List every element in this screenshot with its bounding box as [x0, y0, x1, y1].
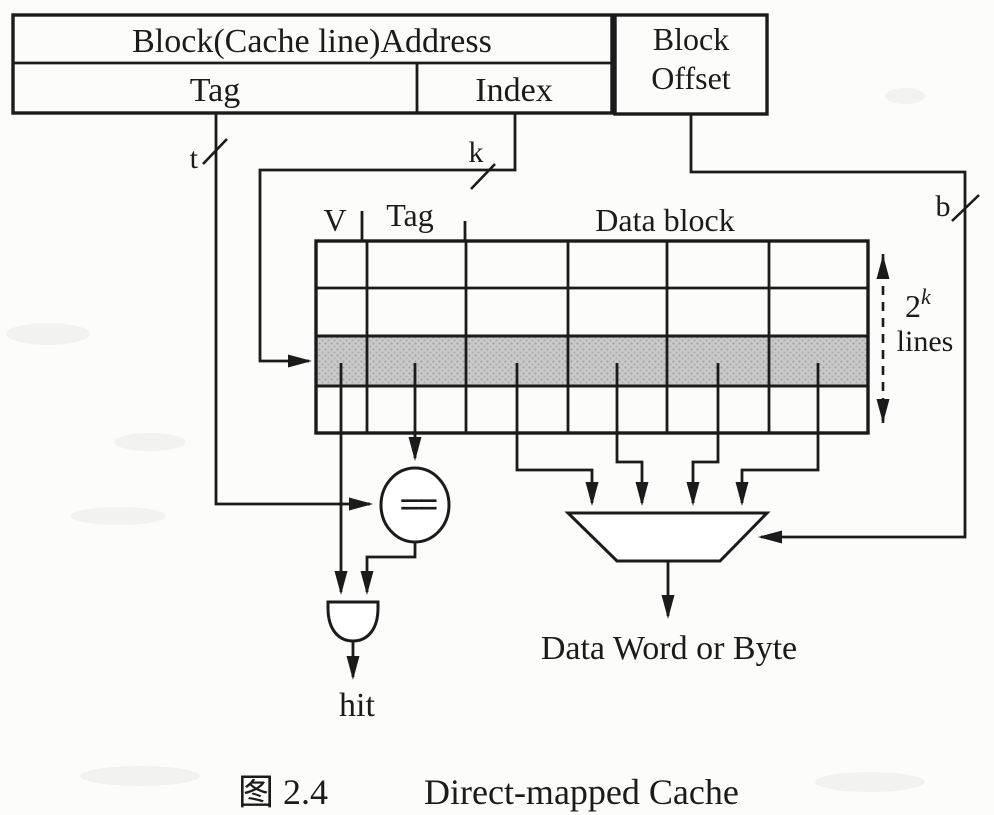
index-field-label: Index [475, 72, 552, 109]
caption-figure-number: 图 2.4 [238, 772, 328, 812]
tag-header: Tag [386, 197, 434, 233]
tag-field-label: Tag [190, 72, 241, 109]
row-count-value: 2k [905, 284, 932, 324]
row-count-exponent: k [921, 284, 932, 309]
caption-text: 图 2.4 Direct-mapped Cache [238, 772, 739, 812]
comparator: == [360, 466, 451, 595]
block-address-label: Block(Cache line)Address [132, 23, 492, 60]
cache-array: V Tag Data block [314, 197, 870, 435]
tag-bus-width-label: t [190, 142, 199, 175]
figure-caption: 图 2.4 Direct-mapped Cache [238, 772, 739, 812]
data-block-header: Data block [595, 202, 735, 238]
hit-label: hit [339, 687, 375, 724]
mux: Data Word or Byte [541, 511, 797, 667]
offset-bus-width-tick [951, 194, 980, 222]
row-count-annotation: 2k lines [876, 254, 954, 424]
valid-header: V [323, 202, 346, 238]
scan-artifacts [6, 88, 925, 792]
address-fields: Block(Cache line)Address Tag Index Block… [11, 13, 769, 116]
row-count-suffix: lines [897, 325, 954, 358]
data-word-wire-3 [686, 363, 720, 506]
tag-bus-wire [214, 113, 373, 511]
selected-row-wires [334, 363, 820, 595]
row-count-base: 2 [905, 288, 921, 324]
offset-bus-wire [689, 114, 967, 544]
selected-cache-line-row [314, 334, 870, 388]
index-bus-width-label: k [469, 136, 484, 169]
caption-title: Direct-mapped Cache [424, 772, 739, 812]
block-offset-label-line2: Offset [651, 60, 731, 96]
comparator-symbol: == [399, 484, 437, 526]
mux-output-label: Data Word or Byte [541, 630, 797, 667]
data-word-wire-2 [615, 363, 649, 506]
and-gate-body [326, 600, 380, 643]
data-word-wire-1 [515, 363, 599, 506]
index-bus-wire [258, 113, 517, 368]
address-bus-wires: t k b [190, 113, 980, 544]
index-bus-width-tick [470, 163, 496, 190]
tag-bus-width-tick [202, 138, 228, 165]
data-word-wire-4 [735, 363, 820, 506]
and-gate: hit [326, 600, 380, 724]
block-offset-label-line1: Block [653, 21, 729, 57]
comparator-output-wire [360, 542, 417, 595]
offset-bus-width-label: b [936, 190, 951, 223]
mux-body [564, 511, 771, 563]
